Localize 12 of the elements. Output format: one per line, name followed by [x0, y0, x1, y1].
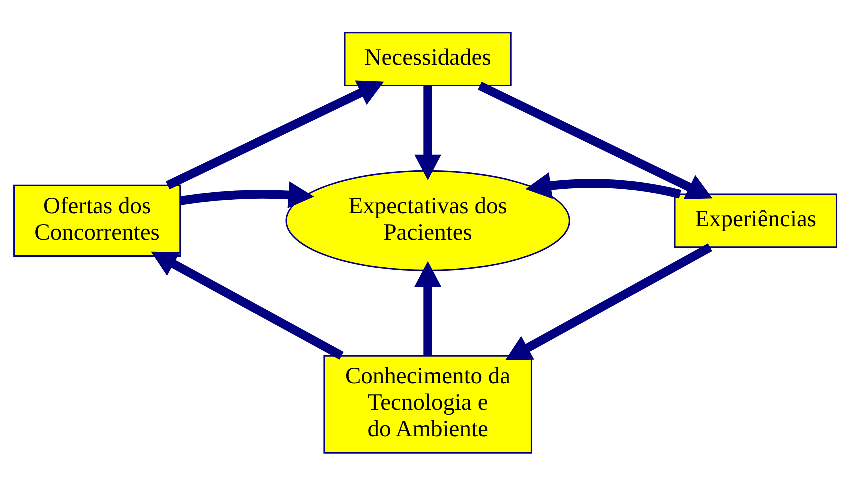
arrow — [505, 244, 712, 360]
arrow — [414, 86, 442, 180]
arrow — [166, 80, 384, 190]
node-box: Necessidades — [344, 32, 512, 87]
arrow — [414, 261, 442, 356]
arrow — [180, 182, 314, 209]
node-box: Experiências — [674, 194, 838, 248]
arrow — [526, 172, 682, 200]
arrow — [478, 82, 713, 200]
node-box: Ofertas dos Concorrentes — [14, 184, 182, 257]
arrow — [151, 252, 344, 360]
node-box: Conhecimento da Tecnologia e do Ambiente — [324, 355, 532, 454]
